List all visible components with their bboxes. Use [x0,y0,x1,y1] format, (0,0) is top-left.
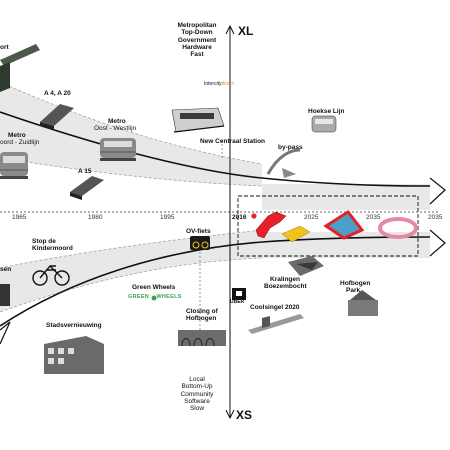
building-icon [44,336,104,374]
label-greenwheels: Green Wheels [132,284,176,291]
uber-logo-icon [232,288,246,300]
stop-line-1: Stop de [32,238,56,245]
green-wheels-dot [151,295,157,301]
closing-line-1: Closing of [186,308,218,315]
bottom-desc-4: Software [184,397,210,405]
top-desc-4: Hardware [182,43,212,51]
stop-line-2: Kindermoord [32,245,73,253]
year-2035: 2035 [366,214,381,221]
left-edge-icon [0,284,10,306]
left-end-arrow [0,321,11,345]
year-2016: 2016 [232,214,247,221]
top-desc-3: Government [177,36,217,44]
bottom-desc-2: Bottom-Up [181,383,213,391]
lower-trend-curve [0,236,431,327]
top-desc-2: Top-Down [181,29,213,37]
lower-band-dash-bottom [0,257,263,313]
hofbogen-park-icon [348,290,378,316]
port-icon [0,44,40,92]
label-hofbogen-park: Hofbogen Park [340,280,370,295]
metro-east-sub: Oost - Westlijn [94,125,137,133]
year-2035-end: 2035 [428,214,443,221]
upper-band-dash-bottom [0,157,263,187]
label-a15: A 15 [78,168,92,175]
label-sen: sen [0,266,12,273]
bottom-desc-5: Slow [189,405,205,413]
coolsingel-icon [248,314,304,334]
year-1995: 1995 [160,214,175,221]
bottom-desc-3: Community [180,390,214,398]
now-marker [251,213,257,219]
project-ring-icon [378,217,418,239]
label-centraal: New Centraal Station [200,138,266,145]
axis-arrow-bottom [225,409,235,420]
lower-end-arrow [429,229,446,257]
highway-a15-icon [70,176,104,200]
hofbogen-line-1: Hofbogen [340,280,371,287]
upper-band-dash-top [0,81,263,165]
bicycle-icon [32,264,70,286]
label-a4: A 4, A 20 [44,90,71,97]
axis-arrow-top [225,24,235,35]
metro-north-sub: oord - Zuidlijn [0,139,40,147]
tram-icon [171,107,225,133]
year-1980: 1980 [88,214,103,221]
greenwheels-logo-b: WHEELS [156,294,182,300]
label-metro-north: Metro oord - Zuidlijn [0,132,39,147]
label-uber: UBER [230,299,245,305]
project-yellow-icon [281,225,311,243]
label-coolsingel: Coolsingel 2020 [250,304,300,311]
metro-north-title: Metro [8,132,26,139]
upper-end-arrow [429,177,446,205]
metro-east-title: Metro [108,118,126,125]
future-box [237,195,419,257]
label-hoekse: Hoekse Lijn [308,108,345,115]
bottom-axis-description: Local Bottom-Up Community Software Slow [164,376,230,412]
closing-hofbogen-icon [178,330,226,347]
label-intercity: Intercitydirect [204,81,234,88]
upper-trend-curve [0,111,431,187]
upper-band [0,82,262,186]
bottom-axis-label: XS [236,408,253,422]
future-band [262,184,430,210]
year-2025: 2025 [304,214,319,221]
label-port: ort [0,44,9,51]
project-redframe-icon [323,210,365,240]
top-desc-1: Metropolitan [177,22,217,29]
highway-icon [40,104,74,130]
intercity-b: direct [221,81,234,87]
year-1965: 1965 [12,214,27,221]
label-stadsvernieuwing: Stadsvernieuwing [46,322,102,329]
greenwheels-logo: GREEN WHEELS [128,294,182,300]
label-closing: Closing of Hofbogen [186,308,218,323]
bridge-icon [266,148,301,178]
intercity-a: Intercity [204,81,222,87]
train-north-icon [0,152,28,179]
label-ovfiets: OV-fiets [186,228,211,235]
lower-band-dash-top [0,229,263,269]
label-stop: Stop de Kindermoord [32,238,73,253]
label-bypass: by-pass [278,144,303,151]
top-axis-description: Metropolitan Top-Down Government Hardwar… [164,22,230,58]
hofbogen-line-2: Park [346,287,361,295]
top-axis-label: XL [238,24,254,38]
project-red-icon [255,211,287,239]
kralingen-line-1: Kralingen [270,276,300,283]
label-metro-east: Metro Oost - Westlijn [94,118,136,133]
kralingen-line-2: Boezembocht [264,283,307,291]
top-desc-5: Fast [190,51,204,59]
train-icon [100,138,136,161]
kralingen-icon [288,256,324,276]
label-kralingen: Kralingen Boezembocht [264,276,307,291]
bike-sign-icon [190,236,210,250]
greenwheels-logo-a: GREEN [128,294,150,300]
closing-line-2: Hofbogen [186,315,217,323]
bottom-desc-1: Local [189,376,205,383]
hoekse-train-icon [311,115,337,133]
